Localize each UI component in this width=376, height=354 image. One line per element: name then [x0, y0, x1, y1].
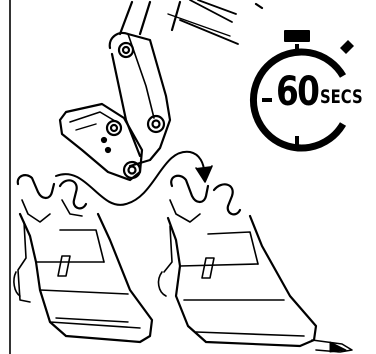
timer-unit: SECS	[320, 86, 363, 108]
timer-label: 60 SECS	[256, 62, 368, 122]
arm-pin	[148, 116, 164, 132]
arm-pin	[119, 43, 133, 57]
excavator-arm	[60, 0, 262, 180]
bucket-right	[159, 176, 352, 352]
bucket-left	[14, 175, 152, 342]
stopwatch-crown	[284, 30, 310, 42]
coupler-pin	[107, 121, 121, 135]
timer-number: 60	[276, 62, 318, 122]
